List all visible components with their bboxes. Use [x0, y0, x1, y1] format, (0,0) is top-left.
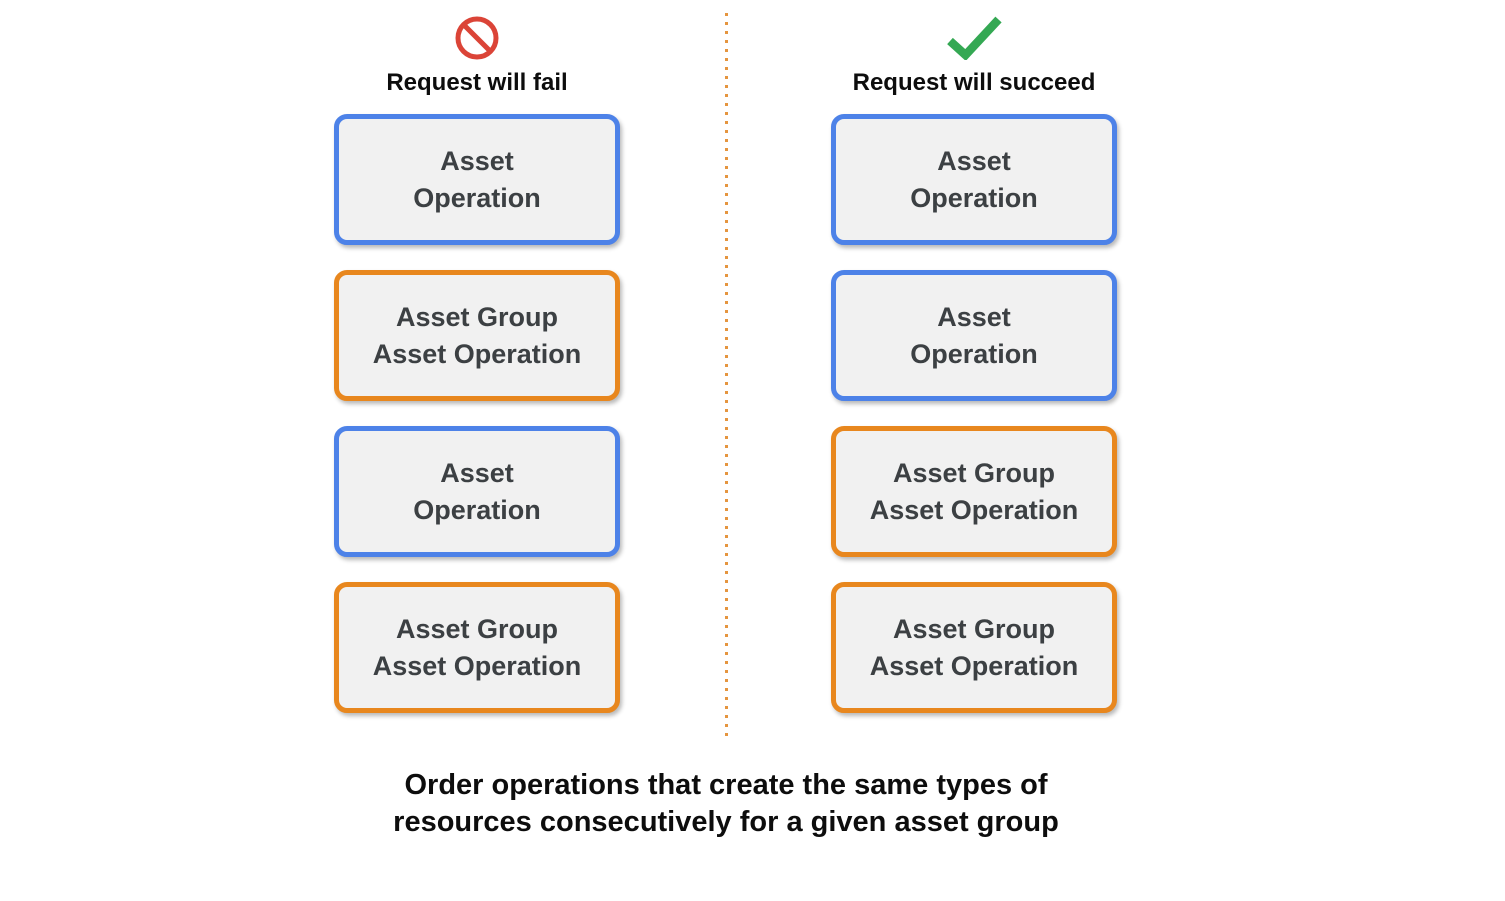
operation-box: Asset Operation — [831, 270, 1117, 401]
box-label: Asset Operation — [910, 146, 1038, 213]
diagram-caption: Order operations that create the same ty… — [393, 769, 1059, 839]
succeed-box-stack: Asset Operation Asset Operation Asset Gr… — [831, 114, 1117, 713]
succeed-column-title: Request will succeed — [852, 69, 1096, 96]
box-label: Asset Operation — [413, 146, 541, 213]
operation-box: Asset Group Asset Operation — [831, 426, 1117, 557]
box-label: Asset Group Asset Operation — [869, 458, 1079, 525]
operation-box: Asset Operation — [831, 114, 1117, 245]
box-label: Asset Group Asset Operation — [372, 302, 582, 369]
operation-box: Asset Group Asset Operation — [831, 582, 1117, 713]
fail-column-title: Request will fail — [386, 69, 568, 96]
dotted-divider — [725, 13, 728, 740]
box-label: Asset Operation — [910, 302, 1038, 369]
check-icon — [944, 14, 1004, 65]
operation-box: Asset Operation — [334, 114, 620, 245]
prohibition-icon — [455, 16, 499, 65]
box-label: Asset Group Asset Operation — [372, 614, 582, 681]
column-request-will-fail: Request will fail Asset Operation Asset … — [334, 15, 620, 713]
box-label: Asset Group Asset Operation — [869, 614, 1079, 681]
fail-box-stack: Asset Operation Asset Group Asset Operat… — [334, 114, 620, 713]
operation-box: Asset Group Asset Operation — [334, 582, 620, 713]
operation-box: Asset Group Asset Operation — [334, 270, 620, 401]
column-request-will-succeed: Request will succeed Asset Operation Ass… — [831, 15, 1117, 713]
box-label: Asset Operation — [413, 458, 541, 525]
operation-box: Asset Operation — [334, 426, 620, 557]
